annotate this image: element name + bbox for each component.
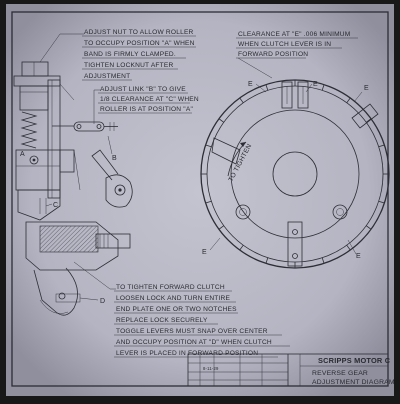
hole-right [332, 204, 348, 220]
rim-notch [365, 118, 372, 123]
note-roller-adjust: ADJUST NUT TO ALLOW ROLLER TO OCCUPY POS… [82, 29, 196, 81]
note-link-adjust: ADJUST LINK "B" TO GIVE 1/8 CLEARANCE AT… [98, 86, 199, 114]
note-roller-line-3: BAND IS FIRMLY CLAMPED. [84, 51, 176, 58]
left-mechanism [13, 61, 133, 316]
label-d: D [100, 298, 105, 305]
note-tighten-line-2: LOOSEN LOCK AND TURN ENTIRE [116, 295, 230, 302]
hub-bore [272, 151, 318, 197]
rim-notch [265, 84, 269, 91]
label-a: A [20, 151, 25, 158]
rim-notch [378, 144, 385, 148]
crank-lever [105, 174, 133, 208]
leader-tighten [73, 261, 116, 290]
note-clearance-line-3: FORWARD POSITION [238, 51, 308, 58]
note-roller-line-5: ADJUSTMENT [84, 73, 130, 80]
note-tighten-line-6: AND OCCUPY POSITION AT "D" WHEN CLUTCH [116, 339, 272, 346]
label-e-right: E [364, 85, 369, 92]
note-tighten-line-7: LEVER IS PLACED IN FORWARD POSITION [116, 350, 258, 357]
title-date: 8-11-29 [203, 366, 219, 371]
rim-notch [378, 200, 385, 204]
note-link-line-1: ADJUST LINK "B" TO GIVE [100, 86, 186, 93]
label-e-bottom-right: E [356, 253, 361, 260]
note-roller-line-1: ADJUST NUT TO ALLOW ROLLER [84, 29, 194, 36]
lower-lever [287, 221, 303, 267]
rim-notch [218, 118, 225, 123]
spring [20, 111, 38, 149]
rim-notch [239, 244, 244, 251]
rim-notch [205, 200, 212, 204]
leader-clearance [237, 57, 273, 79]
note-roller-line-2: TO OCCUPY POSITION "A" WHEN [84, 40, 195, 47]
rim-notch [205, 144, 212, 148]
note-link-line-2: 1/8 CLEARANCE AT "C" WHEN [100, 96, 199, 103]
leader-link [93, 89, 100, 124]
note-tighten-line-3: END PLATE ONE OR TWO NOTCHES [116, 306, 237, 313]
rim-notch [346, 97, 351, 104]
title-block: 8-11-29 SCRIPPS MOTOR C REVERSE GEAR ADJ… [187, 353, 395, 387]
rim-notch [365, 225, 372, 230]
note-tighten-line-4: REPLACE LOCK SECURELY [116, 317, 208, 324]
note-tighten-line-5: TOGGLE LEVERS MUST SNAP OVER CENTER [116, 328, 268, 335]
gear-housing [25, 221, 119, 271]
drawing-title-line-2: ADJUSTMENT DIAGRAM [312, 379, 395, 386]
note-clearance-line-1: CLEARANCE AT "E" .006 MINIMUM [238, 31, 350, 38]
note-roller-line-4: TIGHTEN LOCKNUT AFTER [84, 62, 173, 69]
rim-notch [321, 84, 325, 91]
rim-notch [239, 97, 244, 104]
hole-left [235, 204, 251, 220]
rim-notch [265, 257, 269, 264]
note-clearance: CLEARANCE AT "E" .006 MINIMUM WHEN CLUTC… [236, 31, 358, 59]
leader-roller [39, 33, 84, 63]
label-c: C [53, 202, 58, 209]
label-e-top-right: E [313, 81, 318, 88]
drawing-title-line-1: REVERSE GEAR [312, 370, 368, 377]
link-b [73, 121, 118, 132]
note-clearance-line-2: WHEN CLUTCH LEVER IS IN [238, 41, 331, 48]
note-tighten-line-1: TO TIGHTEN FORWARD CLUTCH [116, 284, 225, 291]
label-b: B [112, 155, 117, 162]
paper [6, 4, 394, 396]
label-e-bottom-left: E [202, 249, 207, 256]
rim-notch [321, 257, 325, 264]
company-name: SCRIPPS MOTOR C [318, 356, 391, 365]
rim-notch [218, 225, 225, 230]
label-e-top-left: E [248, 81, 253, 88]
clutch-end-plate [200, 79, 390, 269]
rim-notch [346, 244, 351, 251]
toggle-lever [55, 267, 78, 316]
note-tighten-clutch: TO TIGHTEN FORWARD CLUTCH LOOSEN LOCK AN… [114, 284, 290, 358]
note-link-line-3: ROLLER IS AT POSITION "A" [100, 106, 193, 113]
roller-a [29, 155, 39, 165]
